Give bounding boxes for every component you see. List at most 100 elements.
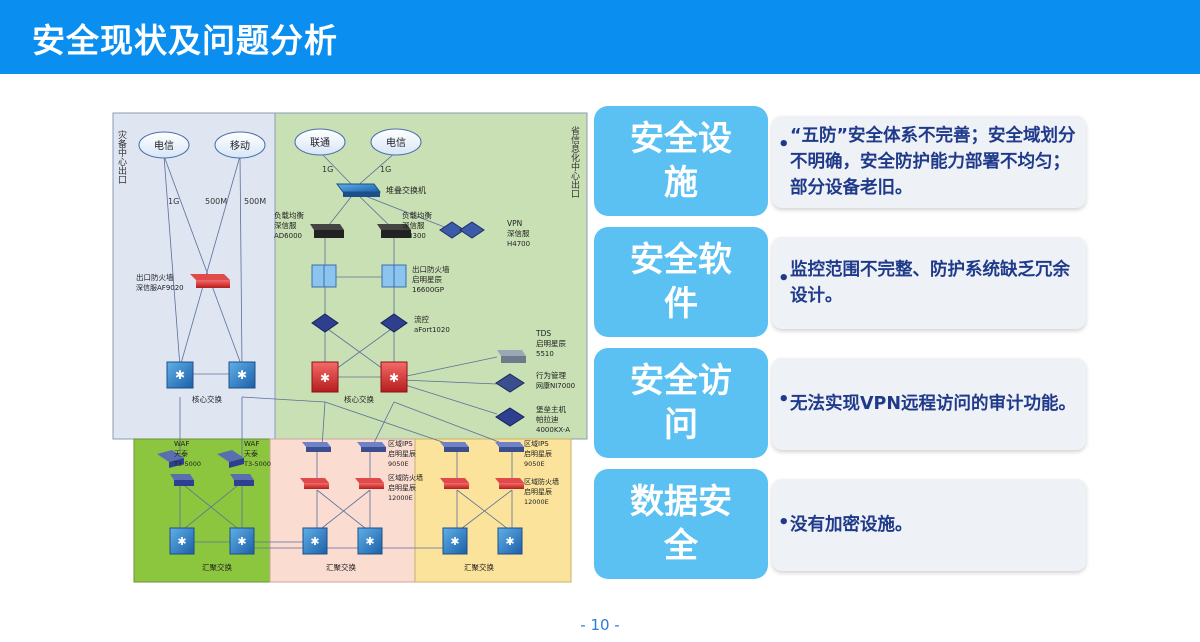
cloud-icon-unicom: 联通 — [294, 128, 346, 156]
core-switch-icon: ✱ — [380, 361, 408, 393]
svg-text:启明星辰: 启明星辰 — [536, 338, 566, 348]
vpn-gateway-icon: VPN 深信服 H4700 — [439, 219, 530, 248]
load-balancer-icon: 负载均衡 深信服 AD6000 — [274, 210, 344, 240]
page-title: 安全现状及问题分析 — [32, 21, 338, 60]
aggregation-switch-icon: ✱ — [357, 527, 383, 555]
waf-icon: WAF 天泰 T3-5000 — [157, 440, 201, 468]
firewall-cube-icon: 出口防火墙 启明星辰 16600GP — [381, 264, 450, 294]
svg-text:区域IPS: 区域IPS — [524, 439, 549, 448]
aggregation-switch-icon: ✱ — [169, 527, 195, 555]
svg-text:✱: ✱ — [320, 371, 330, 385]
svg-text:启明星辰: 启明星辰 — [388, 483, 416, 492]
svg-text:移动: 移动 — [230, 139, 250, 152]
firewall-icon — [300, 478, 329, 489]
load-balancer-icon: 负载均衡 深信服 M8300 — [377, 210, 432, 240]
svg-text:4000KX-A: 4000KX-A — [536, 426, 570, 434]
page-number: - 10 - — [580, 616, 620, 634]
cloud-icon-telecom-right: 电信 — [370, 128, 422, 156]
card-label: 数据安全 — [594, 469, 768, 579]
waf-icon: WAF 天泰 T3-5000 — [217, 440, 271, 468]
behavior-management-icon: 行为管理 网康NI7000 — [495, 370, 575, 393]
svg-text:AD6000: AD6000 — [274, 232, 302, 240]
firewall-icon: 区域防火墙 启明星辰 12000E — [495, 477, 559, 506]
svg-text:VPN: VPN — [507, 219, 522, 228]
svg-text:天泰: 天泰 — [174, 449, 188, 458]
svg-text:✱: ✱ — [175, 368, 185, 382]
firewall-icon — [440, 478, 469, 489]
network-topology-diagram: 灾备中心出口 省信息化中心出口 — [112, 112, 588, 583]
aggregation-switch-label: 汇聚交换 — [326, 562, 356, 572]
aggregation-switch-label: 汇聚交换 — [464, 562, 494, 572]
link-label: 1G — [322, 165, 333, 174]
zone-area-2 — [414, 438, 572, 583]
svg-text:5510: 5510 — [536, 350, 554, 358]
core-switch-label: 核心交换 — [344, 394, 374, 404]
card-label: 安全访问 — [594, 348, 768, 458]
card-label: 安全设施 — [594, 106, 768, 216]
cloud-icon-telecom-left: 电信 — [138, 131, 190, 159]
core-switch-icon: ✱ — [228, 361, 256, 389]
bullet-icon: • — [778, 389, 790, 410]
zone-label-left: 灾备中心出口 — [116, 129, 127, 184]
card-security-access: 安全访问 • 无法实现VPN远程访问的审计功能。 — [594, 348, 1094, 458]
svg-text:✱: ✱ — [177, 535, 186, 548]
card-label: 安全软件 — [594, 227, 768, 337]
card-text: 监控范围不完整、防护系统缺乏冗余设计。 — [790, 260, 1070, 306]
aggregation-switch-label: 汇聚交换 — [202, 562, 232, 572]
flow-control-icon: 流控 aFort1020 — [380, 313, 450, 334]
svg-text:负载均衡: 负载均衡 — [274, 210, 304, 220]
svg-text:堡垒主机: 堡垒主机 — [536, 404, 566, 414]
svg-text:✱: ✱ — [505, 535, 514, 548]
zone-label-right: 省信息化中心出口 — [569, 125, 580, 198]
bullet-icon: • — [778, 134, 790, 155]
svg-text:16600GP: 16600GP — [412, 286, 444, 294]
svg-text:电信: 电信 — [154, 139, 174, 152]
core-switch-label: 核心交换 — [192, 394, 222, 404]
svg-text:网康NI7000: 网康NI7000 — [536, 381, 575, 390]
flow-control-icon — [311, 313, 339, 333]
svg-text:✱: ✱ — [450, 535, 459, 548]
card-security-facilities: 安全设施 • “五防”安全体系不完善；安全域划分不明确，安全防护能力部署不均匀；… — [594, 106, 1094, 216]
aggregation-switch-icon: ✱ — [497, 527, 523, 555]
svg-text:12000E: 12000E — [524, 498, 549, 506]
card-security-software: 安全软件 • 监控范围不完整、防护系统缺乏冗余设计。 — [594, 227, 1094, 337]
svg-text:天泰: 天泰 — [244, 449, 258, 458]
svg-text:9050E: 9050E — [524, 460, 545, 468]
svg-text:区域防火墙: 区域防火墙 — [524, 477, 559, 486]
svg-text:深信服AF9020: 深信服AF9020 — [136, 283, 184, 292]
svg-text:区域IPS: 区域IPS — [388, 439, 413, 448]
svg-text:深信服: 深信服 — [402, 220, 425, 230]
zone-waf — [133, 438, 271, 583]
svg-text:TDS: TDS — [535, 329, 551, 338]
card-body: • 没有加密设施。 — [772, 479, 1086, 571]
stack-switch-icon: 堆叠交换机 — [336, 183, 426, 197]
ips-icon: 区域IPS 启明星辰 9050E — [357, 439, 416, 468]
svg-text:出口防火墙: 出口防火墙 — [412, 264, 450, 274]
aggregation-switch-icon: ✱ — [442, 527, 468, 555]
svg-text:M8300: M8300 — [402, 232, 426, 240]
firewall-icon — [170, 474, 194, 486]
svg-text:帕拉迪: 帕拉迪 — [536, 414, 559, 424]
aggregation-switch-icon: ✱ — [229, 527, 255, 555]
card-body: • 无法实现VPN远程访问的审计功能。 — [772, 358, 1086, 450]
svg-text:aFort1020: aFort1020 — [414, 326, 450, 334]
svg-text:联通: 联通 — [310, 137, 330, 149]
svg-text:流控: 流控 — [414, 314, 429, 324]
bastion-host-icon: 堡垒主机 帕拉迪 4000KX-A — [495, 404, 570, 434]
ips-icon: 区域IPS 启明星辰 9050E — [495, 439, 552, 468]
bullet-icon: • — [778, 268, 790, 289]
aggregation-switch-icon: ✱ — [302, 527, 328, 555]
svg-text:WAF: WAF — [244, 440, 259, 448]
svg-text:深信服: 深信服 — [507, 228, 530, 238]
header-bar: 安全现状及问题分析 — [0, 0, 1200, 74]
svg-text:堆叠交换机: 堆叠交换机 — [386, 185, 426, 195]
card-body: • “五防”安全体系不完善；安全域划分不明确，安全防护能力部署不均匀；部分设备老… — [772, 116, 1086, 208]
card-text: “五防”安全体系不完善；安全域划分不明确，安全防护能力部署不均匀；部分设备老旧。 — [790, 126, 1076, 198]
firewall-icon: 区域防火墙 启明星辰 12000E — [355, 473, 423, 502]
ips-icon — [440, 442, 469, 452]
firewall-cube-icon — [311, 264, 337, 288]
firewall-icon: 出口防火墙 深信服AF9020 — [136, 272, 230, 292]
svg-text:深信服: 深信服 — [274, 220, 297, 230]
card-data-security: 数据安全 • 没有加密设施。 — [594, 469, 1094, 579]
svg-text:电信: 电信 — [386, 136, 406, 149]
